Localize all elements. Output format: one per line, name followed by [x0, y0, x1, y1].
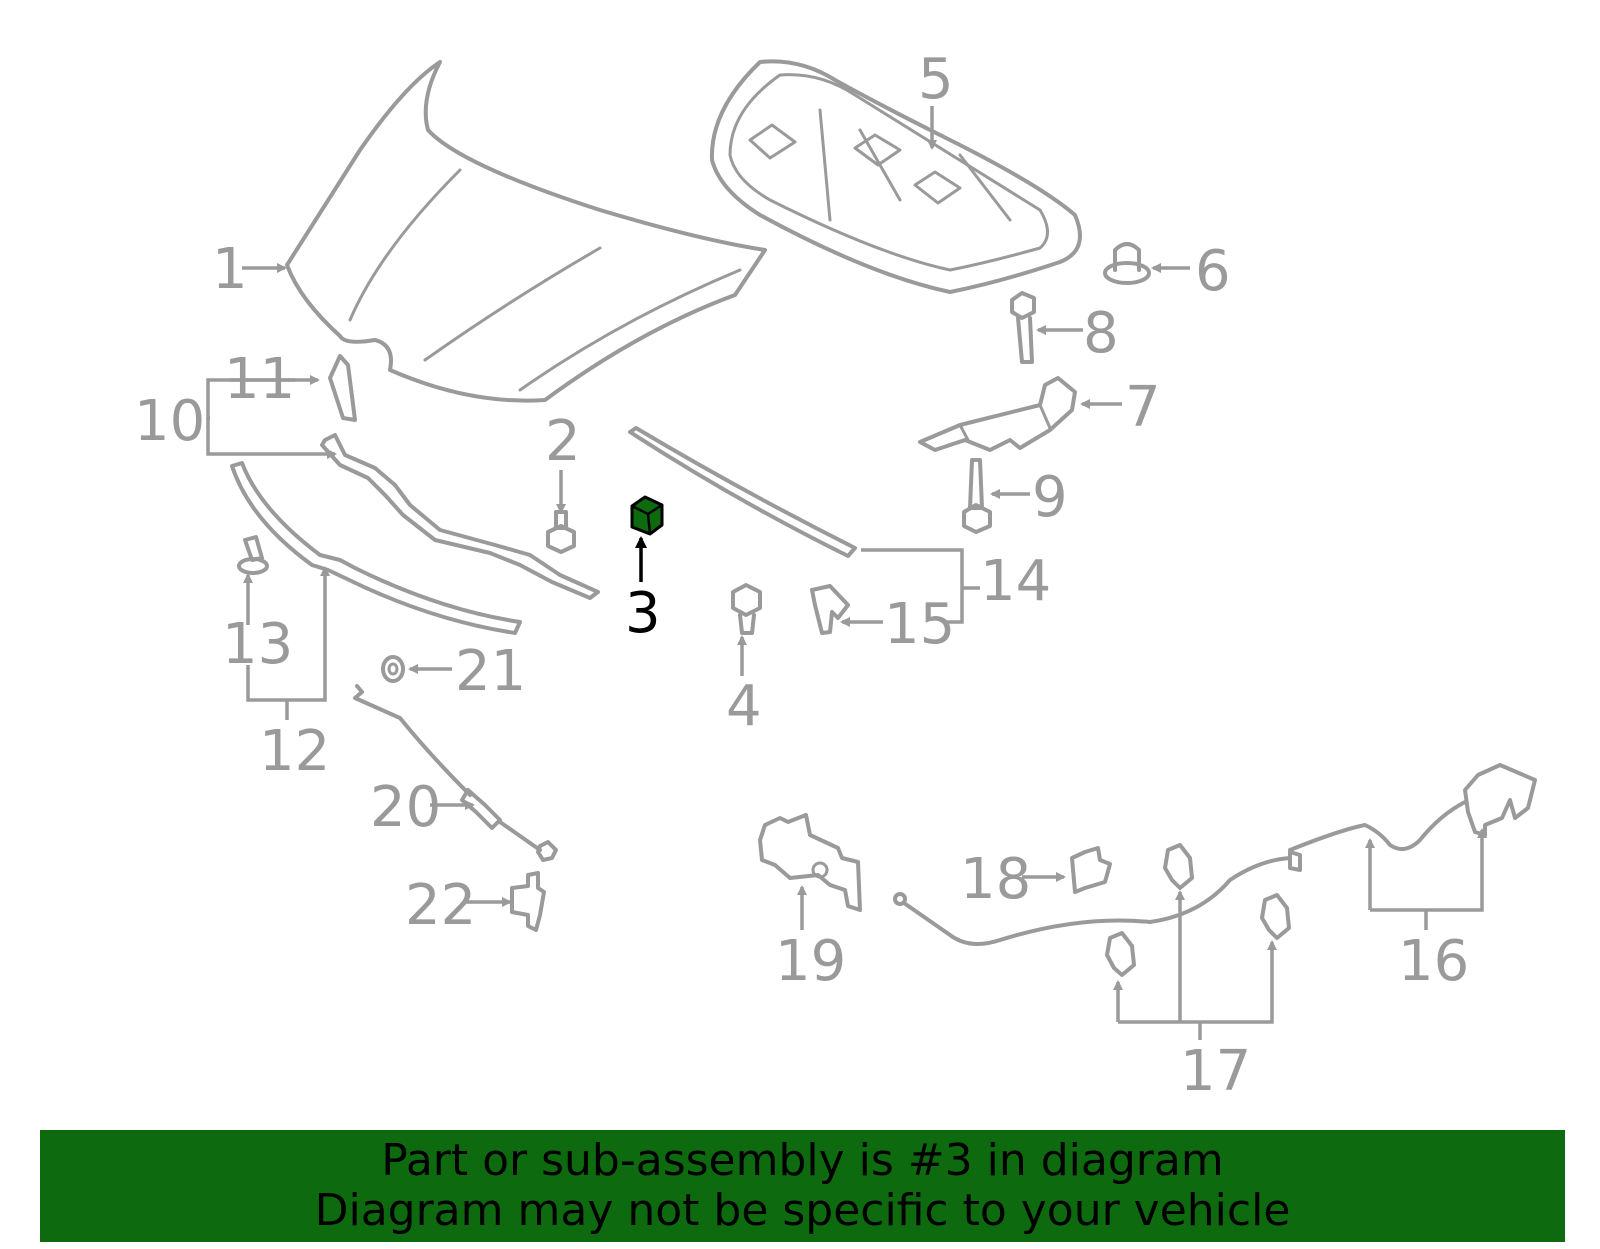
clip-6-part	[1103, 242, 1151, 285]
callout-17: 17	[1180, 1039, 1251, 1104]
seal-10-part	[320, 433, 600, 600]
banner-line-1: Part or sub-assembly is #3 in diagram	[381, 1135, 1224, 1186]
callout-16: 16	[1398, 929, 1469, 994]
callout-12: 12	[259, 719, 330, 784]
callout-6: 6	[1195, 239, 1231, 304]
weatherstrip-12-part	[230, 461, 522, 635]
callout-1: 1	[212, 237, 248, 302]
bolt-8-part	[1010, 291, 1036, 364]
callout-labels: 1 2 3 4 5 6 7 8 9 10 11 12 13 14 15 16 1…	[134, 47, 1469, 1104]
callout-22: 22	[405, 873, 476, 938]
bracket-7-part	[918, 376, 1077, 452]
leader-lines	[206, 106, 1487, 1040]
bumper-11-part	[328, 354, 357, 422]
callout-19: 19	[775, 929, 846, 994]
hood-insulator-part	[709, 59, 1082, 294]
clips-17-part	[1105, 843, 1291, 977]
callout-14: 14	[980, 549, 1051, 614]
bolt-9-part	[962, 458, 992, 534]
callout-21: 21	[455, 639, 526, 704]
callout-4: 4	[726, 674, 762, 739]
clip-18-part	[1070, 846, 1112, 894]
callout-20: 20	[370, 775, 441, 840]
bolt-2-part	[546, 510, 576, 554]
holder-22-part	[510, 871, 546, 932]
callout-8: 8	[1083, 301, 1119, 366]
bracket-15-part	[810, 584, 850, 635]
info-banner: Part or sub-assembly is #3 in diagram Di…	[40, 1130, 1565, 1242]
part-3-highlighted	[630, 495, 664, 536]
seal-14-part	[628, 426, 857, 558]
banner-line-2: Diagram may not be specific to your vehi…	[314, 1185, 1291, 1236]
callout-11: 11	[224, 347, 295, 412]
parts-diagram: 1 2 3 4 5 6 7 8 9 10 11 12 13 14 15 16 1…	[134, 47, 1537, 1104]
clip-13-part	[237, 535, 269, 575]
callout-10: 10	[134, 389, 205, 454]
callout-3: 3	[625, 581, 661, 646]
nut-21-part	[381, 655, 405, 683]
callout-5: 5	[918, 47, 954, 112]
callout-18: 18	[960, 847, 1031, 912]
latch-19-part	[758, 813, 862, 912]
callout-15: 15	[884, 592, 955, 657]
release-cable-16-part	[893, 763, 1537, 946]
callout-2: 2	[545, 409, 581, 474]
callout-7: 7	[1125, 375, 1161, 440]
callout-9: 9	[1032, 465, 1068, 530]
prop-rod-20-part	[353, 684, 558, 862]
hood-panel-part	[285, 60, 767, 403]
bolt-4-part	[731, 583, 762, 635]
callout-13: 13	[222, 612, 293, 677]
